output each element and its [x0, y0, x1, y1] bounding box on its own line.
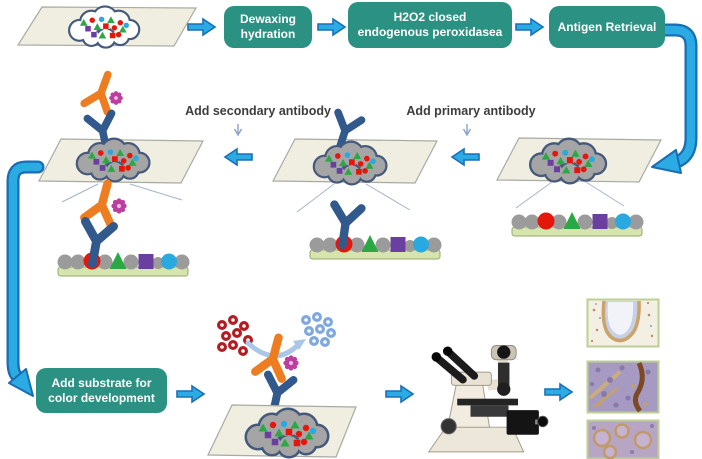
slide-after-retrieval [496, 137, 662, 237]
flow-arrow-icon [385, 385, 414, 403]
enzyme-icon [109, 91, 123, 105]
flow-arrow-icon [187, 18, 216, 36]
step-dewaxing-hydration: Dewaxing hydration [224, 6, 312, 48]
step-add-substrate: Add substrate for color development [36, 368, 167, 413]
step-label-line: hydration [240, 27, 296, 41]
down-arrow-icon [462, 124, 472, 137]
flow-arrow-left-icon [451, 148, 480, 166]
down-arrow-icon [233, 124, 243, 137]
antigen-detail-strip [309, 234, 442, 260]
result-image-2 [586, 360, 660, 414]
substrate-dots-icon [217, 315, 253, 356]
curved-arrow-left-icon [6, 160, 45, 397]
step-h2o2-block: H2O2 closed endogenous peroxidasea [348, 2, 512, 48]
ihc-result-thumbnails [586, 298, 660, 459]
flow-arrow-icon [176, 385, 205, 403]
label-add-secondary-antibody: Add secondary antibody [185, 104, 331, 118]
enzyme-icon [111, 198, 127, 214]
flow-arrow-icon [515, 18, 544, 36]
step-label-line: color development [48, 390, 155, 405]
result-image-1 [586, 298, 660, 348]
step-label-line: endogenous peroxidasea [357, 25, 503, 39]
zoom-lines [296, 183, 411, 213]
label-add-primary-antibody: Add primary antibody [406, 104, 536, 118]
step-antigen-retrieval: Antigen Retrieval [549, 6, 665, 48]
enzyme-icon [283, 355, 299, 371]
step-label-line: Antigen Retrieval [557, 19, 657, 34]
step-label-line: H2O2 closed [393, 10, 467, 24]
secondary-antibody-icon [84, 70, 119, 111]
product-dots-icon [301, 312, 336, 347]
zoom-lines [61, 183, 183, 203]
step-label-line: Dewaxing [239, 12, 296, 26]
result-image-3 [586, 419, 660, 459]
zoom-lines [515, 181, 625, 209]
secondary-antibody-icon [255, 334, 291, 379]
slide-with-secondary [38, 70, 204, 277]
antigen-detail-strip [511, 211, 644, 237]
flow-arrow-left-icon [224, 148, 253, 166]
reaction-arc-arrowhead [293, 339, 306, 350]
curved-arrow-right-icon [651, 23, 698, 174]
flow-arrow-icon [544, 383, 573, 401]
slide-with-primary [272, 112, 442, 260]
antigen-detail-strip [57, 251, 190, 277]
specimen-slide-start [16, 7, 198, 47]
step-label-line: Add substrate for [51, 375, 152, 390]
flow-arrow-icon [317, 18, 346, 36]
microscope-image [427, 345, 549, 453]
substrate-reaction [207, 312, 357, 457]
